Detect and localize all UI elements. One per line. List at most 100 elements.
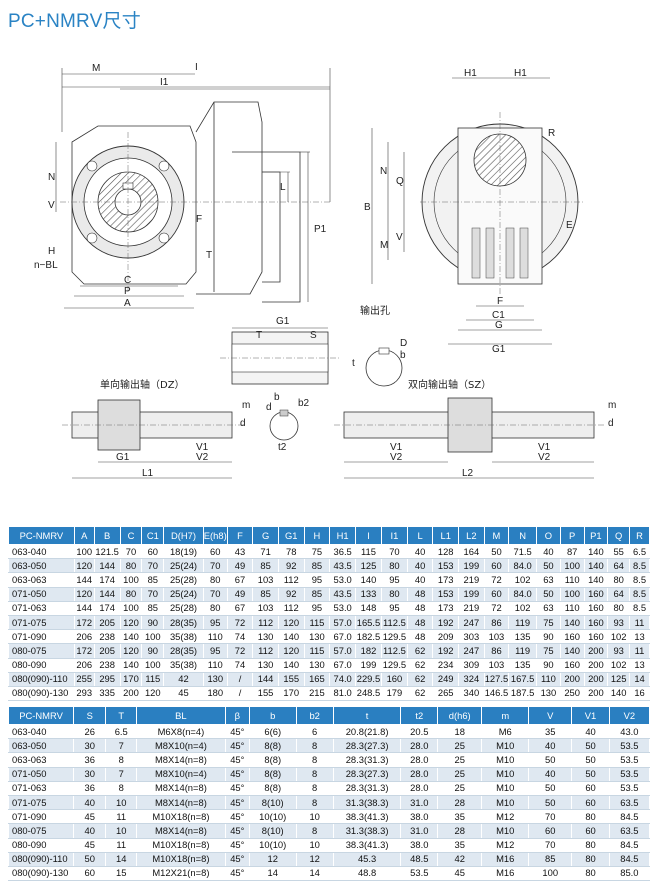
table-cell: 8: [105, 781, 138, 796]
table-cell: 209: [432, 629, 460, 645]
side-view-drawing: M I I1 P1 L F T N V H: [34, 62, 331, 309]
table-cell: 080(090)-130: [8, 686, 75, 702]
table-cell: 219: [458, 572, 485, 588]
table-cell: 080-090: [8, 658, 75, 673]
table-cell: 229.5: [355, 672, 382, 687]
table-cell: M10: [481, 795, 530, 811]
table-cell: 120: [73, 558, 95, 574]
table-cell: 205: [93, 615, 121, 631]
table-cell: 140: [559, 615, 585, 631]
table-cell: 25(28): [163, 572, 204, 588]
svg-text:N: N: [48, 172, 55, 183]
table-cell: 102: [607, 658, 631, 673]
column-header: β: [224, 706, 250, 725]
table-cell: 60: [141, 544, 165, 560]
table-cell: 30: [73, 738, 107, 754]
column-header: H1: [329, 526, 357, 545]
table-cell: 35: [437, 809, 483, 825]
column-header: I: [355, 526, 382, 545]
table-cell: 43: [226, 544, 254, 560]
table-cell: 95: [202, 615, 228, 631]
table-cell: 63.5: [608, 823, 650, 839]
table-cell: 26: [73, 724, 107, 740]
table-cell: 12: [295, 852, 334, 867]
table-cell: 160: [583, 615, 609, 631]
table-cell: 50: [528, 781, 573, 796]
table-cell: 112: [252, 643, 279, 659]
table-cell: 10: [295, 809, 334, 825]
table-cell: 87: [559, 544, 585, 560]
table-cell: 293: [73, 686, 95, 702]
table-cell: 80: [571, 809, 610, 825]
table-cell: M12X21(n=8): [136, 866, 226, 881]
table-cell: 063-063: [8, 572, 75, 588]
table-cell: 13: [629, 629, 650, 645]
table-cell: 72: [483, 601, 510, 616]
column-header: t: [332, 706, 402, 725]
table-cell: 85: [141, 601, 165, 616]
column-header: T: [105, 706, 138, 725]
table-cell: 192: [432, 643, 460, 659]
svg-text:P1: P1: [314, 224, 327, 235]
table-cell: 57.0: [329, 615, 357, 631]
svg-text:D: D: [400, 338, 407, 349]
svg-text:M: M: [380, 240, 388, 251]
table-cell: 16: [629, 686, 650, 702]
svg-text:d: d: [266, 402, 272, 413]
table-cell: 7: [105, 767, 138, 782]
table-cell: 28.3(27.3): [332, 767, 402, 782]
table-cell: 48: [406, 601, 434, 616]
svg-text:R: R: [548, 128, 555, 139]
table-cell: 247: [458, 615, 485, 631]
table-cell: 28.3(31.3): [332, 781, 402, 796]
table-cell: 14: [629, 672, 650, 687]
table-cell: 45°: [224, 752, 250, 768]
table-cell: M12: [481, 838, 530, 853]
output-hole-label: 输出孔: [360, 304, 390, 317]
table-cell: 140: [355, 572, 382, 588]
table-cell: 64: [607, 558, 631, 574]
svg-text:t2: t2: [278, 442, 287, 453]
table-cell: 130: [252, 629, 279, 645]
table-cell: 85: [303, 558, 331, 574]
table-cell: 165: [303, 672, 331, 687]
table-cell: M16: [481, 866, 530, 881]
table-cell: 160: [583, 601, 609, 616]
table-cell: 84.5: [608, 809, 650, 825]
column-header: BL: [136, 706, 226, 725]
table-cell: 20.5: [400, 724, 439, 740]
table-cell: 90: [536, 629, 561, 645]
table-cell: 45: [437, 866, 483, 881]
table-cell: 115: [303, 615, 331, 631]
table-cell: 205: [93, 643, 121, 659]
table-cell: 071-063: [8, 601, 75, 616]
column-header: D(H7): [163, 526, 204, 545]
table-cell: 140: [607, 686, 631, 702]
table-cell: 67.0: [329, 629, 357, 645]
table-cell: 160: [583, 629, 609, 645]
table-cell: 238: [93, 629, 121, 645]
table-cell: 182.5: [355, 629, 382, 645]
table-cell: M6: [481, 724, 530, 740]
table-cell: 120: [277, 615, 305, 631]
table-cell: 10: [105, 823, 138, 839]
table-cell: 95: [303, 572, 331, 588]
column-header: B: [93, 526, 121, 545]
table-cell: 80: [571, 866, 610, 881]
table-cell: 74.0: [329, 672, 357, 687]
table-cell: 45°: [224, 823, 250, 839]
table-cell: 144: [93, 558, 121, 574]
table-cell: 25: [437, 781, 483, 796]
table-cell: 140: [119, 658, 143, 673]
table-cell: 140: [119, 629, 143, 645]
table-cell: 119: [508, 643, 538, 659]
svg-text:m: m: [608, 400, 616, 411]
svg-text:B: B: [364, 202, 371, 213]
table-cell: 100: [119, 572, 143, 588]
table-cell: 43.5: [329, 558, 357, 574]
table-cell: 80: [119, 587, 143, 602]
